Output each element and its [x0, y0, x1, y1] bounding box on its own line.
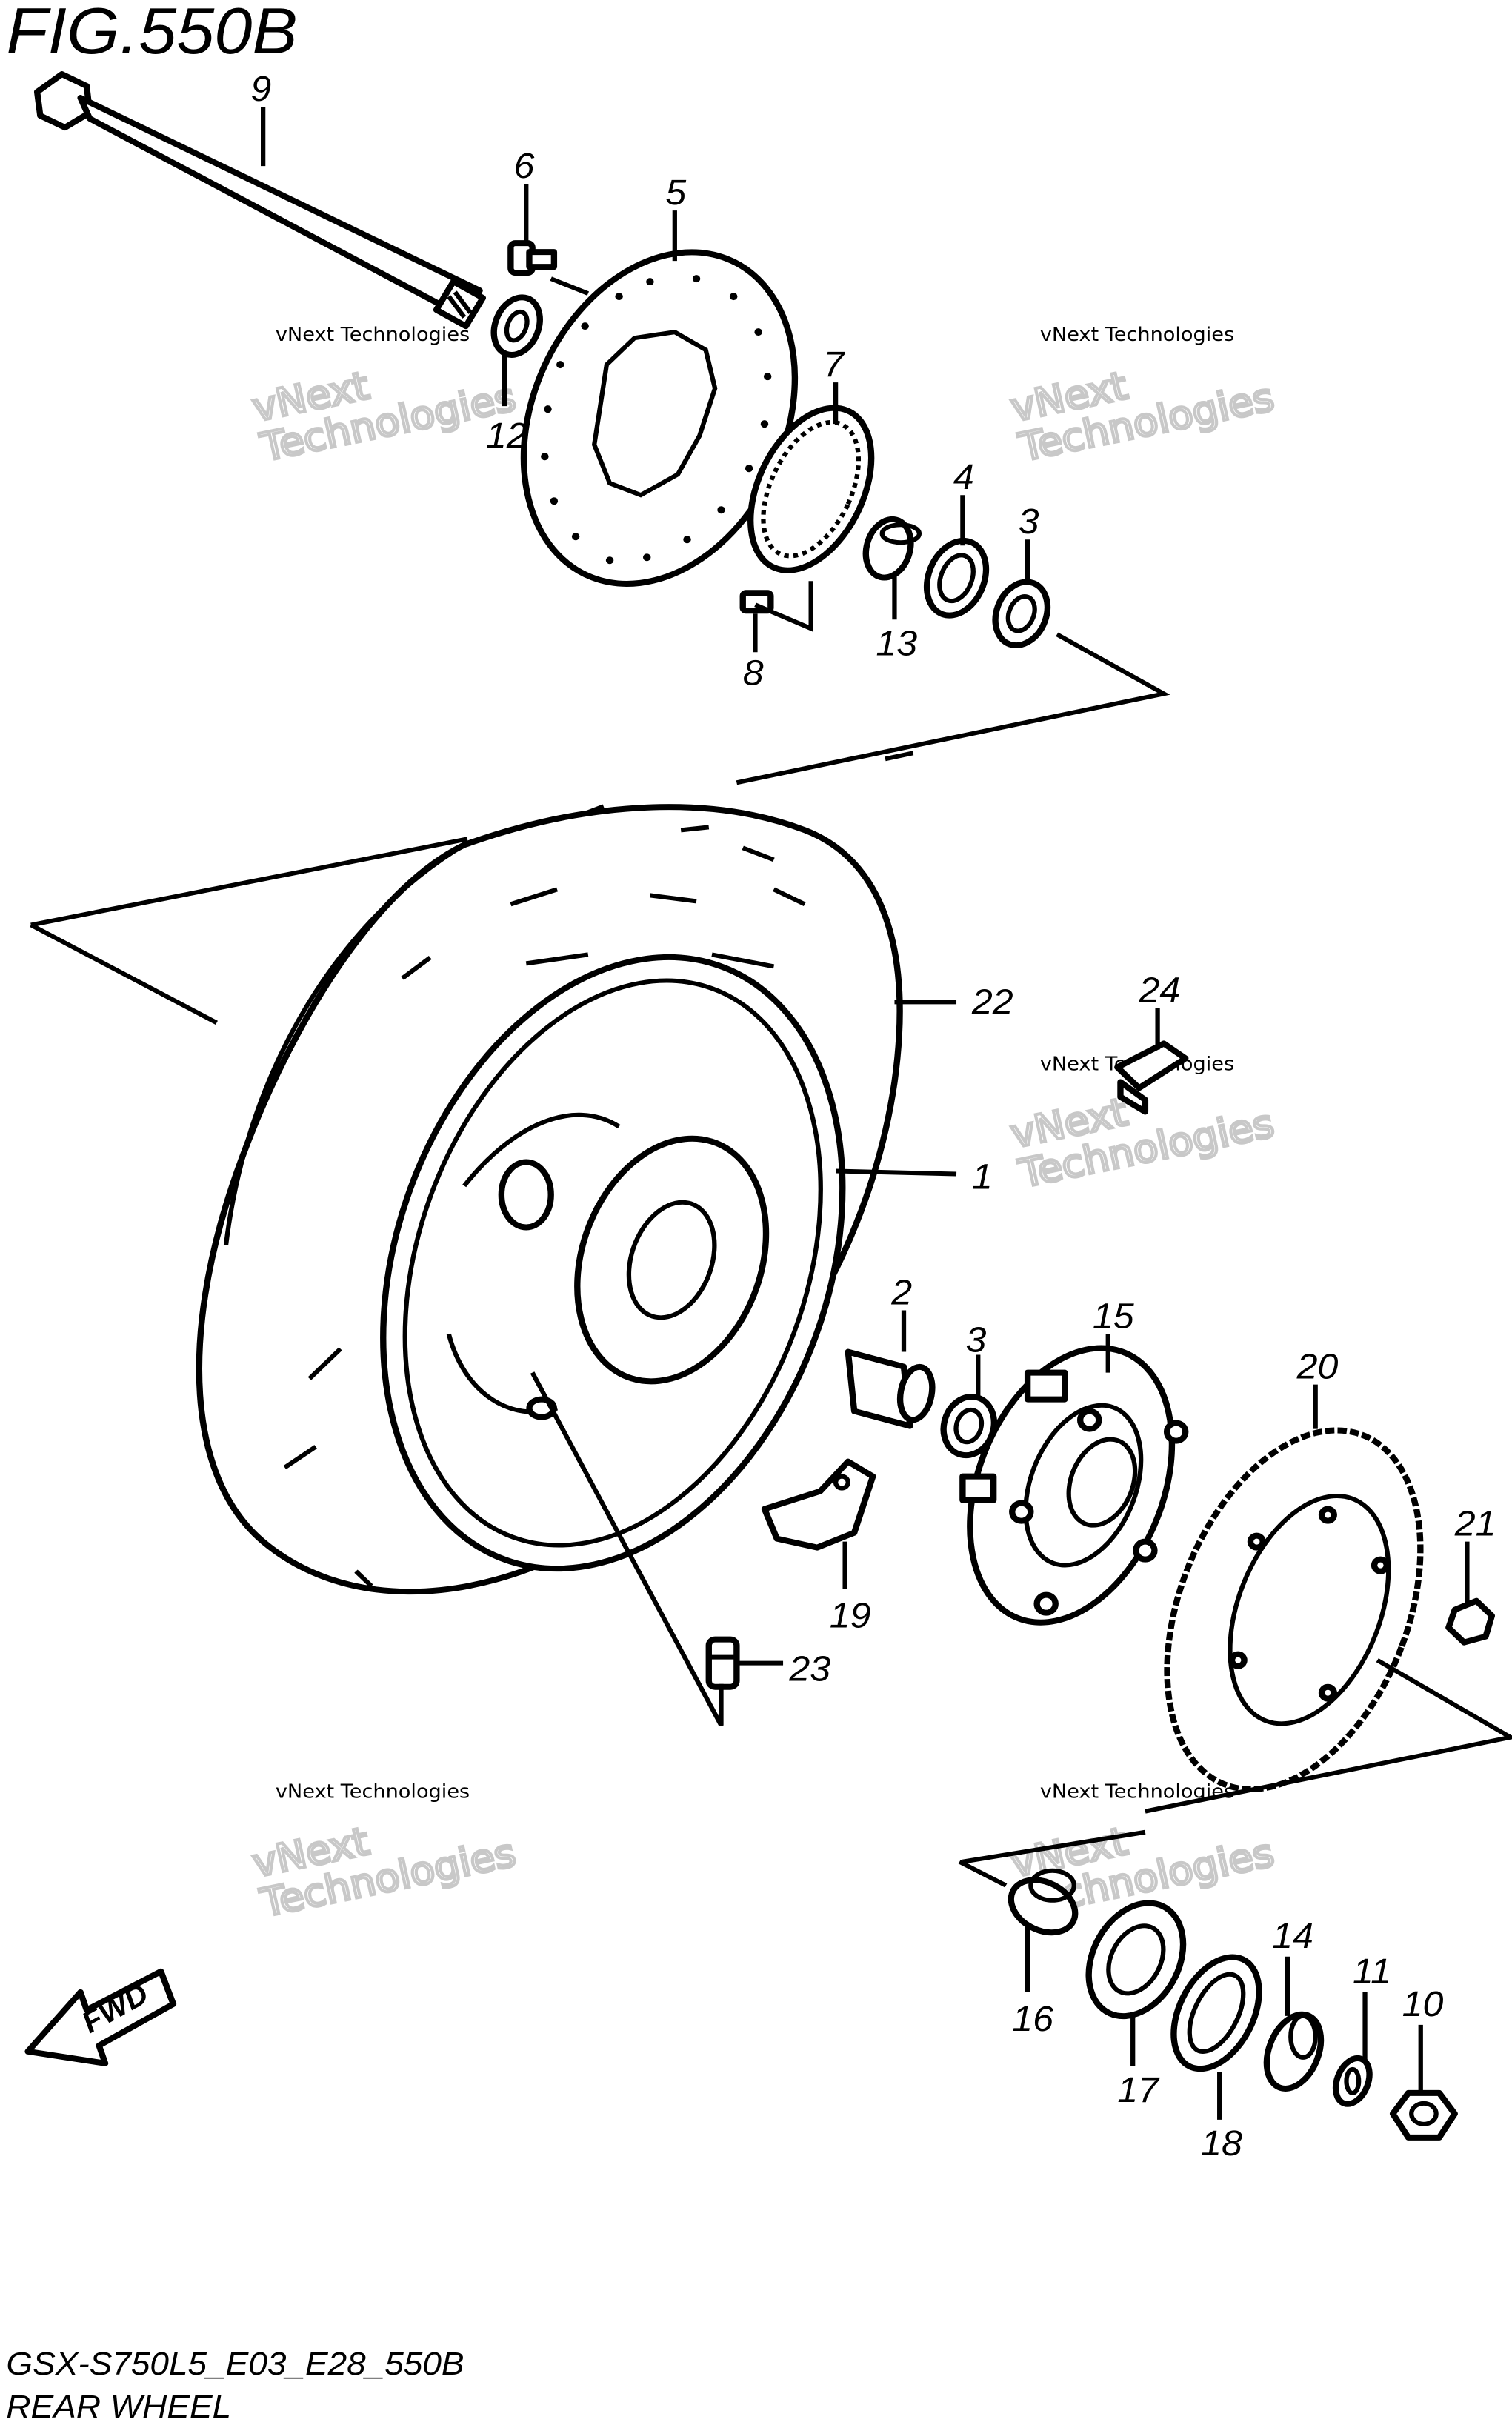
spacer-14[interactable]	[1256, 2007, 1331, 2096]
forward-direction-arrow: FWD	[24, 1968, 177, 2066]
bearing-3-top[interactable]	[987, 575, 1056, 653]
watermark-text: vNext Technologies	[276, 1780, 470, 1803]
watermark-logo: vNextTechnologies	[1006, 335, 1278, 470]
wheel-rim[interactable]	[305, 900, 920, 1626]
callout-4: 4	[953, 458, 974, 497]
callout-24: 24	[1139, 971, 1181, 1010]
model-code: GSX-S750L5_E03_E28_550B	[6, 2345, 464, 2382]
figure-name: REAR WHEEL	[6, 2388, 231, 2425]
oil-seal-4[interactable]	[916, 533, 996, 623]
washer-12[interactable]	[486, 291, 548, 361]
callout-8: 8	[743, 653, 764, 693]
callout-10: 10	[1402, 1985, 1444, 2024]
callout-13: 13	[876, 624, 917, 663]
callout-14: 14	[1272, 1917, 1313, 1956]
balancer-weight[interactable]	[1114, 1040, 1189, 1115]
guide-lines	[30, 276, 1170, 1025]
figure-title: FIG.550B	[6, 0, 297, 68]
air-valve[interactable]	[705, 1636, 740, 1690]
callout-5: 5	[665, 173, 687, 213]
callout-17: 17	[1117, 2071, 1159, 2110]
sprocket-mounting-drum[interactable]	[933, 1321, 1209, 1649]
callout-6: 6	[514, 147, 536, 186]
callout-7: 7	[823, 345, 845, 385]
disc-bolt[interactable]	[507, 240, 558, 276]
axle-nut[interactable]	[1389, 2089, 1458, 2141]
callout-15: 15	[1093, 1297, 1134, 1336]
callout-20: 20	[1296, 1348, 1339, 1387]
callout-22: 22	[971, 982, 1013, 1022]
callout-21: 21	[1454, 1505, 1496, 1544]
callout-19: 19	[830, 1597, 871, 1636]
callout-18: 18	[1201, 2124, 1242, 2163]
callout-3-top: 3	[1019, 502, 1039, 542]
watermark-logo: vNextTechnologies	[247, 335, 519, 470]
watermark-logo: vNextTechnologies	[247, 1791, 519, 1926]
callout-3-mid: 3	[966, 1320, 987, 1360]
watermark-text: vNext Technologies	[1040, 324, 1234, 346]
callout-9: 9	[250, 70, 271, 109]
leader-lines	[261, 107, 1512, 2120]
rear-sprocket[interactable]	[1119, 1397, 1468, 1823]
callout-2: 2	[890, 1273, 912, 1312]
callout-11: 11	[1353, 1952, 1391, 1992]
axle[interactable]	[33, 71, 487, 330]
callout-labels: 9 6 5 12 7 4 3 13 8 22 24 1 2 3 15 20 21…	[250, 70, 1496, 2163]
callout-1: 1	[972, 1157, 993, 1197]
callout-23: 23	[788, 1650, 830, 1689]
spacer-2[interactable]	[845, 1348, 936, 1429]
oil-seal-18[interactable]	[1156, 1944, 1276, 2082]
sensor-rotor[interactable]	[726, 390, 895, 588]
washer-11[interactable]	[1330, 2054, 1376, 2109]
watermark-text: vNext Technologies	[276, 324, 470, 346]
cushion[interactable]	[761, 1458, 876, 1551]
sprocket-nut[interactable]	[1445, 1597, 1496, 1646]
spacer-16[interactable]	[1002, 1868, 1085, 1943]
callout-12: 12	[486, 416, 527, 456]
callout-16: 16	[1012, 2000, 1053, 2039]
spacer-13[interactable]	[859, 514, 922, 582]
bearing-17[interactable]	[1070, 1889, 1202, 2031]
